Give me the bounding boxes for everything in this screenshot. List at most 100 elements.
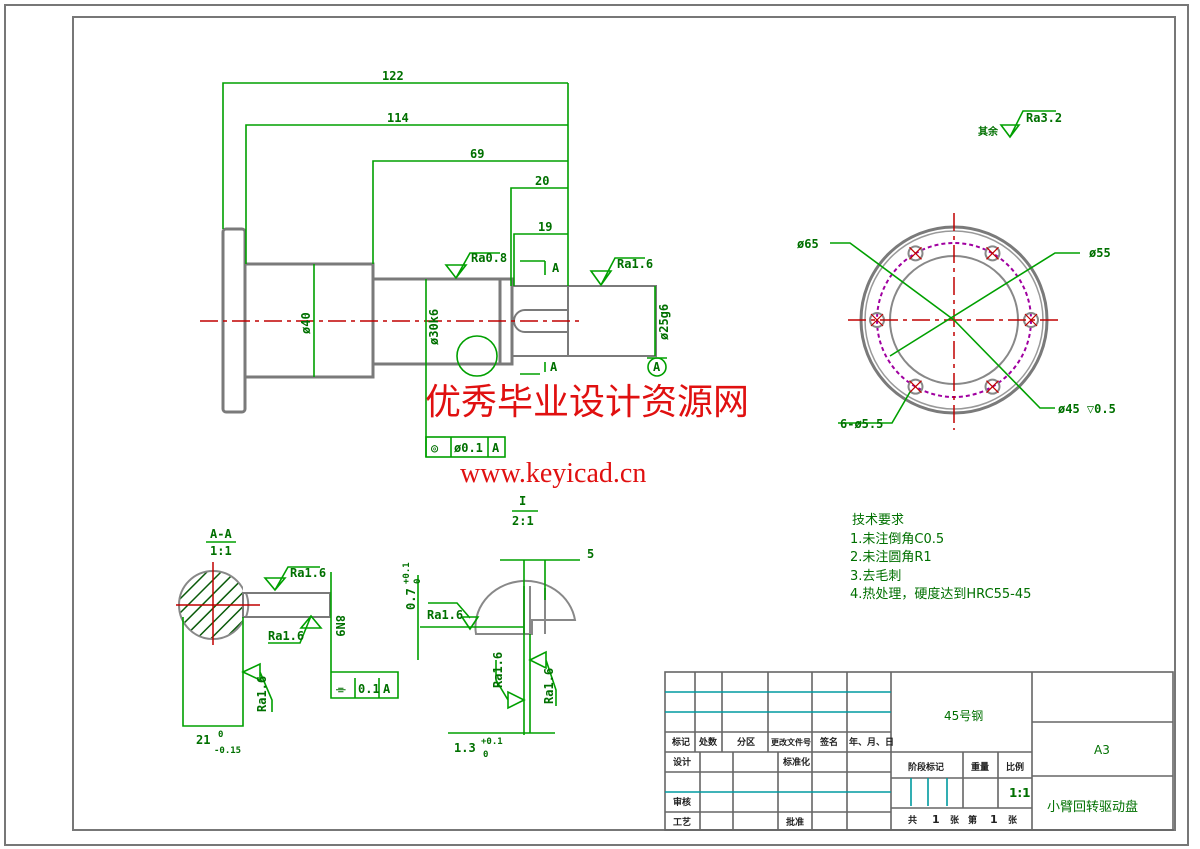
- dim-20: 20: [535, 174, 549, 188]
- bolt-hole-center: [870, 313, 884, 327]
- rest-roughness-label: 其余: [978, 125, 999, 138]
- svg-text:⌯: ⌯: [335, 682, 346, 696]
- dim-122: 122: [382, 69, 404, 83]
- svg-text:1: 1: [990, 813, 998, 826]
- symmetry-tolerance-frame: ⌯ 0.1 A: [335, 678, 391, 698]
- ra-b: Ra1.6: [491, 652, 505, 688]
- inner-border: [72, 16, 1176, 831]
- tb-material: 45号钢: [944, 709, 983, 723]
- svg-text:ø0.1: ø0.1: [454, 441, 483, 455]
- width-dim-detail: 1.3: [454, 741, 476, 755]
- tolerance-frame: ◎ ø0.1 A: [425, 436, 506, 458]
- ra-bottom: Ra1.6: [268, 629, 304, 643]
- section-mark-bottom: A: [550, 360, 558, 374]
- tech-title: 技术要求: [852, 513, 904, 528]
- detail-i-view: I 2:1 5 0.7 +0.1 0 Ra1.6 Ra1.6 Ra1.6 1.3…: [402, 494, 594, 760]
- tb-header: 分区: [737, 736, 755, 748]
- tb-part-name: 小臂回转驱动盘: [1047, 799, 1138, 815]
- ra-top: Ra1.6: [290, 566, 326, 580]
- rest-roughness-value: Ra3.2: [1026, 111, 1062, 125]
- tb-scale: 1:1: [1009, 786, 1031, 800]
- title-block: 标记 处数 分区 更改文件号 签名 年、月、日 设计 标准化 审核 工艺 批准 …: [664, 671, 1174, 831]
- svg-text:共: 共: [908, 814, 917, 826]
- tech-item: 4.热处理，硬度达到HRC55-45: [850, 586, 1031, 602]
- ra-side: Ra1.6: [255, 676, 269, 712]
- tb-standard: 标准化: [782, 756, 810, 768]
- roughness-icon: [444, 252, 500, 280]
- tech-item: 1.未注倒角C0.5: [850, 532, 944, 547]
- detail-scale: 2:1: [512, 514, 534, 528]
- roughness-icon: [589, 257, 645, 287]
- dim-holes: 6-ø5.5: [840, 417, 883, 431]
- ra-a: Ra1.6: [427, 608, 463, 622]
- roughness-icon: [999, 110, 1056, 139]
- bolt-hole-center: [909, 380, 922, 394]
- svg-text:A: A: [492, 441, 500, 455]
- svg-text:1: 1: [932, 813, 940, 826]
- bolt-hole-center: [986, 380, 999, 394]
- svg-text:+0.1: +0.1: [481, 737, 503, 747]
- bolt-hole-center: [909, 246, 922, 260]
- detail-circle: [456, 335, 498, 377]
- tb-scale-label: 比例: [1006, 761, 1024, 773]
- tech-item: 2.未注圆角R1: [850, 550, 932, 565]
- ra-c: Ra1.6: [542, 668, 556, 704]
- watermark-url: www.keyicad.cn: [460, 458, 646, 489]
- tb-header: 标记: [671, 736, 690, 748]
- svg-text:0: 0: [218, 730, 223, 740]
- tb-stage: 阶段标记: [908, 761, 944, 773]
- tb-design: 设计: [673, 756, 691, 768]
- end-view: ø65 ø55 ø45 ▽0.5 6-ø5.5 其余 Ra3.2: [797, 110, 1116, 431]
- svg-text:张: 张: [1008, 814, 1018, 826]
- dim-5: 5: [587, 547, 594, 561]
- dim-dia25g6: ø25g6: [657, 304, 671, 340]
- bolt-hole-center: [986, 246, 999, 260]
- section-aa-title: A-A: [210, 527, 232, 541]
- svg-text:◎: ◎: [431, 441, 439, 455]
- outer-border: [4, 4, 1189, 846]
- tb-weight: 重量: [971, 761, 989, 773]
- svg-text:0.7: 0.7: [404, 588, 418, 610]
- svg-text:0.1: 0.1: [358, 682, 380, 696]
- svg-text:-0.15: -0.15: [214, 746, 241, 756]
- tb-header: 更改文件号: [771, 737, 811, 747]
- svg-text:张: 张: [950, 814, 960, 826]
- tb-approve: 批准: [786, 816, 804, 828]
- tech-item: 3.去毛刺: [850, 569, 901, 584]
- dim-dia30k6: ø30k6: [427, 309, 441, 345]
- datum-label: A: [653, 360, 661, 374]
- main-view: 122 114 69 20 19 ø40 ø30k6 ø25g6 Ra0.8 R…: [200, 69, 671, 458]
- technical-requirements: 技术要求 1.未注倒角C0.5 2.未注圆角R1 3.去毛刺 4.热处理，硬度达…: [850, 513, 1031, 602]
- roughness-ra16: Ra1.6: [617, 257, 653, 271]
- dim-dia40: ø40: [299, 312, 313, 334]
- tb-header: 处数: [698, 736, 718, 748]
- tb-header: 签名: [819, 736, 838, 748]
- section-mark-top: A: [552, 261, 560, 275]
- bolt-hole: [907, 245, 924, 262]
- dim-dia65: ø65: [797, 237, 819, 251]
- tb-review: 审核: [673, 796, 691, 808]
- roughness-ra08: Ra0.8: [471, 251, 507, 265]
- section-aa-scale: 1:1: [210, 544, 232, 558]
- tb-size: A3: [1094, 743, 1110, 757]
- watermark-name: 优秀毕业设计资源网: [425, 382, 749, 423]
- bolt-hole: [984, 378, 1001, 395]
- dim-69: 69: [470, 147, 484, 161]
- dim-dia45: ø45 ▽0.5: [1058, 402, 1116, 416]
- depth-dim: 0.7 +0.1 0: [402, 562, 423, 610]
- svg-text:第: 第: [968, 814, 977, 826]
- tb-header: 年、月、日: [849, 736, 894, 748]
- svg-text:0: 0: [413, 579, 423, 584]
- tb-process: 工艺: [673, 816, 691, 828]
- dim-114: 114: [387, 111, 409, 125]
- dim-19: 19: [538, 220, 552, 234]
- detail-title: I: [519, 494, 526, 508]
- svg-text:+0.1: +0.1: [402, 562, 412, 584]
- keyway-dim: 8N9: [333, 615, 347, 637]
- bolt-hole: [907, 378, 924, 395]
- section-aa-view: A-A 1:1 Ra1.6 Ra1.6 Ra1.6 8N9 ⌯ 0.1 A 21…: [176, 527, 399, 756]
- bolt-hole: [984, 245, 1001, 262]
- svg-text:0: 0: [483, 750, 488, 760]
